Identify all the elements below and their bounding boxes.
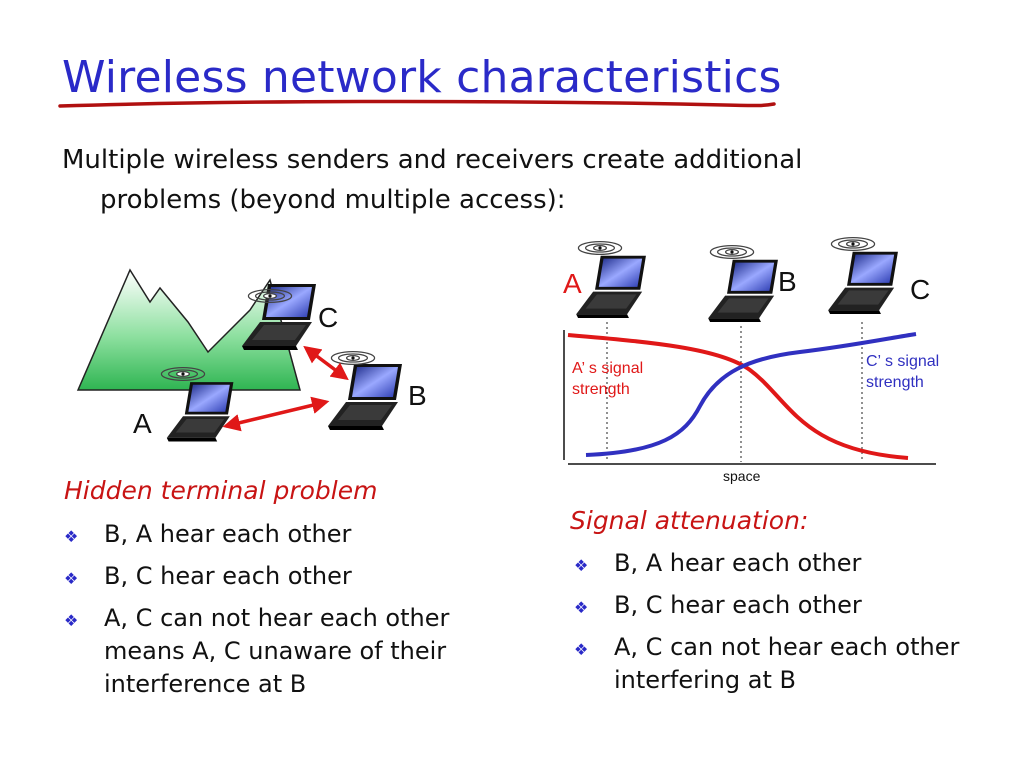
arrow-a-b	[222, 396, 330, 432]
a-signal-curve	[567, 333, 909, 460]
diamond-bullet-icon: ❖	[574, 640, 589, 659]
signal-attenuation-bullets: ❖ B, A hear each other ❖ B, C hear each ot…	[574, 547, 1014, 706]
signal-attenuation-heading: Signal attenuation:	[570, 506, 809, 535]
diamond-bullet-icon: ❖	[574, 556, 589, 575]
laptop-a	[576, 255, 646, 318]
antenna-b	[330, 350, 376, 366]
left-node-b-label: B	[408, 380, 427, 411]
laptop-c	[828, 251, 898, 314]
antenna-c	[830, 236, 876, 252]
laptop-a	[166, 382, 234, 442]
intro-line-1: Multiple wireless senders and receivers …	[62, 145, 803, 175]
diamond-bullet-icon: ❖	[574, 598, 589, 617]
bullet-item: ❖ B, A hear each other	[64, 518, 494, 551]
bullet-item: ❖ A, C can not hear each other means A, C…	[64, 602, 494, 701]
arrow-c-b	[303, 345, 349, 381]
bullet-text: B, A hear each other	[614, 549, 862, 577]
a-signal-label: A’ s signal strength	[572, 360, 644, 398]
bullet-item: ❖ B, A hear each other	[574, 547, 1014, 580]
hidden-terminal-bullets: ❖ B, A hear each other ❖ B, C hear each ot…	[64, 518, 494, 710]
title-underline	[58, 99, 776, 108]
right-node-a-label: A	[563, 268, 582, 299]
left-node-c-label: C	[318, 302, 339, 333]
signal-attenuation-diagram	[563, 236, 936, 465]
c-signal-curve	[585, 332, 917, 457]
left-node-a-label: A	[133, 408, 152, 439]
bullet-item: ❖ B, C hear each other	[64, 560, 494, 593]
c-signal-label: C’ s signal strength	[866, 353, 940, 391]
right-node-b-label: B	[778, 266, 797, 297]
antenna-b	[709, 244, 755, 260]
bullet-text: B, C hear each other	[104, 562, 352, 590]
right-node-c-label: C	[910, 274, 931, 305]
intro-line-2: problems (beyond multiple access):	[100, 185, 566, 215]
hidden-terminal-heading: Hidden terminal problem	[64, 476, 378, 505]
bullet-text: A, C can not hear each other interfering…	[614, 633, 960, 694]
x-axis-label: space	[723, 468, 761, 484]
antenna-a	[577, 240, 623, 256]
bullet-text: B, A hear each other	[104, 520, 352, 548]
diamond-bullet-icon: ❖	[64, 611, 79, 630]
slide-title: Wireless network characteristics	[62, 52, 782, 103]
diamond-bullet-icon: ❖	[64, 569, 79, 588]
diamond-bullet-icon: ❖	[64, 527, 79, 546]
bullet-text: B, C hear each other	[614, 591, 862, 619]
laptop-b	[708, 259, 778, 322]
bullet-item: ❖ A, C can not hear each other interferin…	[574, 631, 1014, 697]
intro-text: Multiple wireless senders and receivers …	[62, 140, 882, 220]
hidden-terminal-diagram	[76, 268, 402, 442]
bullet-item: ❖ B, C hear each other	[574, 589, 1014, 622]
bullet-text: A, C can not hear each other means A, C …	[104, 604, 450, 698]
